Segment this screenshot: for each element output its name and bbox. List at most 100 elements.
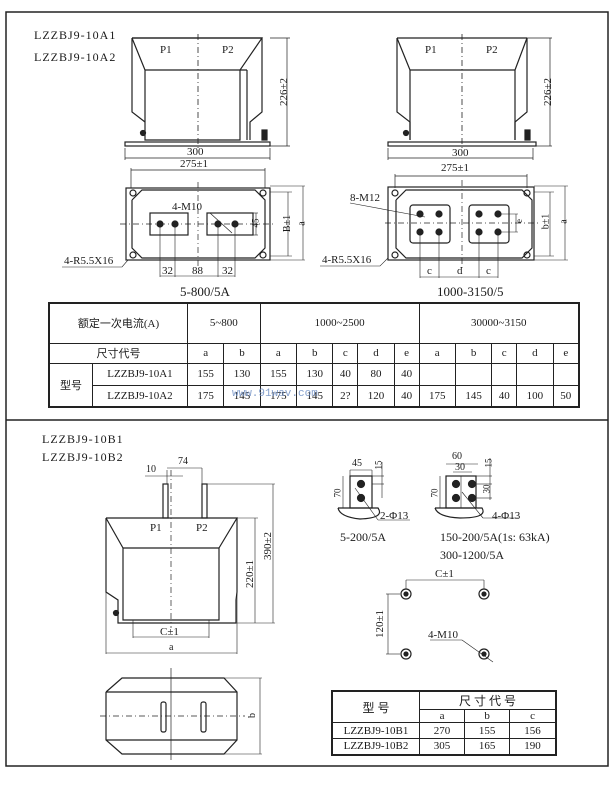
label-p1: P1 (425, 44, 437, 56)
cell: 305 (418, 738, 466, 755)
dim-c: C±1 (435, 568, 454, 580)
model-name: LZZBJ9-10B2 (331, 738, 420, 755)
model-label-a1: LZZBJ9-10A1 (34, 28, 117, 42)
dim-code: c (332, 342, 359, 364)
cell (418, 362, 456, 386)
dim-b: B±1 (282, 214, 294, 233)
dim-275: 275±1 (441, 162, 470, 174)
dim-code-label: 尺寸代号 (48, 342, 188, 364)
spacing-2: 88 (192, 265, 203, 277)
model-label-b2: LZZBJ9-10B2 (42, 450, 124, 464)
cell: 130 (223, 362, 261, 386)
dim-15: 15 (373, 460, 384, 470)
dim-74: 74 (178, 456, 188, 467)
dim-45: 45 (352, 458, 362, 469)
dim-code: a (186, 342, 225, 364)
dim-height: 226±2 (278, 77, 291, 107)
cell (454, 362, 493, 386)
dim-30v: 30 (481, 484, 492, 494)
cell: 175 (418, 384, 456, 408)
mount-label: 4-R5.5X16 (322, 254, 372, 266)
hole-label: 2-Φ13 (380, 510, 409, 522)
dim-code: a (418, 709, 466, 723)
cell: 120 (357, 384, 395, 408)
dim-code: a (418, 342, 456, 364)
range-1000-2500: 1000~2500 (259, 302, 420, 344)
caption-5-800: 5-800/5A (180, 284, 230, 299)
dim-c: C±1 (160, 626, 179, 638)
cell: 40 (393, 362, 420, 386)
front-view-a-right (387, 34, 552, 160)
spacing-c: c (486, 265, 491, 277)
dim-code: b (454, 342, 493, 364)
bolt-label: 4-M10 (172, 201, 202, 213)
terminal-small (337, 462, 410, 521)
label-p1: P1 (160, 44, 172, 56)
cell: 165 (464, 738, 511, 755)
dim-60: 60 (452, 451, 462, 462)
watermark: www.91wav.com (232, 388, 318, 400)
dim-width: 300 (452, 147, 469, 159)
cell: 155 (259, 362, 298, 386)
cell: 130 (296, 362, 334, 386)
cell: 145 (296, 384, 334, 408)
sheet-frame (5, 11, 609, 767)
model-label-a2: LZZBJ9-10A2 (34, 50, 117, 64)
dim-code-label: 尺 寸 代 号 (419, 690, 557, 710)
cell (516, 362, 554, 386)
cell: 270 (418, 722, 466, 739)
spacing-3: 32 (222, 265, 233, 277)
cell: 100 (516, 384, 554, 408)
dim-275: 275±1 (180, 158, 209, 170)
spacing-c: c (427, 265, 432, 277)
dim-a: a (169, 642, 174, 653)
dim-a: a (558, 219, 570, 224)
dim-code: c (509, 709, 557, 723)
dim-code: d (357, 342, 395, 364)
label-p2: P2 (486, 44, 498, 56)
model-name: LZZBJ9-10A2 (92, 384, 188, 408)
cell: 145 (454, 384, 493, 408)
dim-code: e (552, 342, 580, 364)
dim-70: 70 (429, 488, 440, 498)
label-p2: P2 (196, 522, 208, 534)
table-row: LZZBJ9-10B2 305 165 190 (331, 738, 557, 755)
dim-code: b (464, 709, 511, 723)
dim-code: b (223, 342, 261, 364)
bottom-view-b (100, 668, 262, 760)
caption-150-200: 150-200/5A(1s: 63kA) (440, 530, 550, 544)
mount-label: 4-R5.5X16 (64, 255, 114, 267)
front-view-b (105, 467, 275, 654)
dim-height: 226±2 (542, 77, 555, 107)
table-row: LZZBJ9-10B1 270 155 156 (331, 722, 557, 739)
dim-45: 45 (250, 218, 261, 228)
cell: 156 (509, 722, 557, 739)
bolt-label: 8-M12 (350, 192, 380, 204)
dim-code: d (516, 342, 554, 364)
cell: 175 (186, 384, 225, 408)
cell: 80 (357, 362, 395, 386)
caption-1000-3150: 1000-3150/5 (437, 284, 504, 299)
dim-30: 30 (455, 462, 465, 473)
dim-code-row: 尺寸代号 a b a b c d e a b c d e (48, 342, 580, 364)
cell: 155 (186, 362, 225, 386)
dim-code: c (491, 342, 518, 364)
mount-pattern (386, 579, 494, 663)
dim-width: 300 (187, 146, 204, 158)
model-label-b1: LZZBJ9-10B1 (42, 432, 124, 446)
model-label: 型 号 (331, 690, 420, 723)
cell: 40 (332, 362, 359, 386)
top-view-a-right (320, 174, 568, 278)
cell: 155 (464, 722, 511, 739)
dim-b: b±1 (540, 213, 552, 230)
cell: 40 (491, 384, 518, 408)
dim-120: 120±1 (374, 609, 387, 639)
cell: 40 (393, 384, 420, 408)
cell: 145 (223, 384, 261, 408)
range-30000-3150: 30000~3150 (418, 302, 580, 344)
cell: 50 (552, 384, 580, 408)
dim-390: 390±2 (262, 531, 275, 561)
range-5-800: 5~800 (187, 302, 261, 344)
hole-label: 4-Φ13 (492, 510, 521, 522)
